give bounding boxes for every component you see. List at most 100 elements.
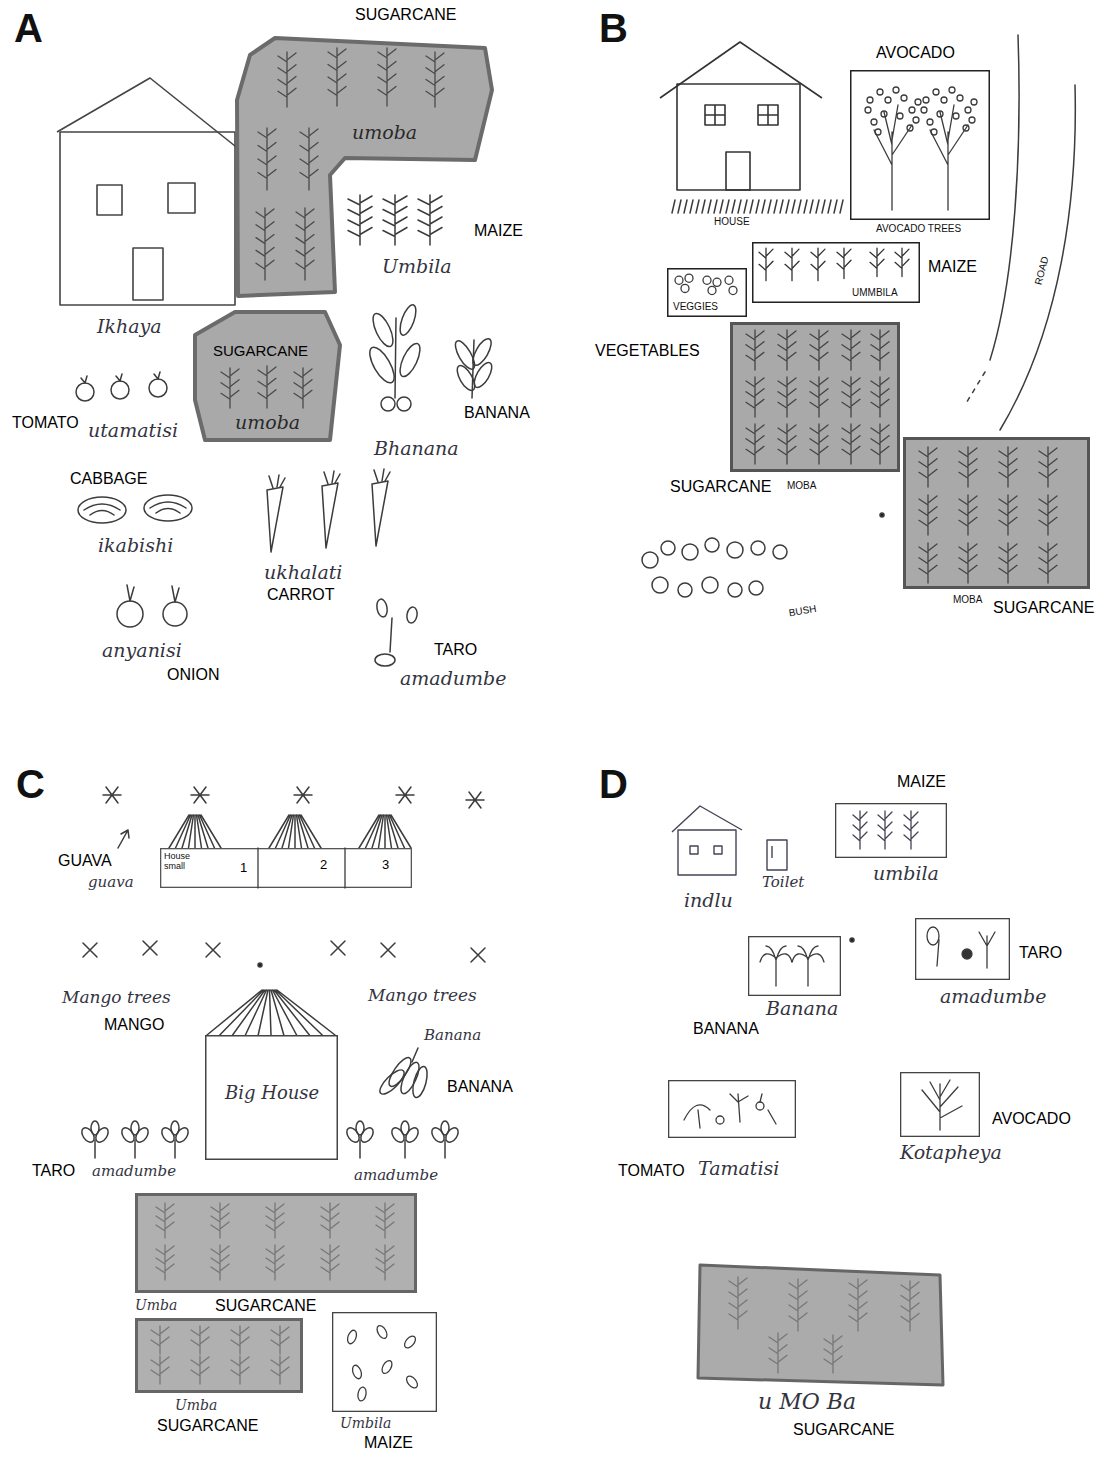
avocado-fruit: [963, 125, 969, 131]
avocado-fruit: [875, 129, 881, 135]
taro-stem: [404, 1140, 406, 1158]
big-house: Big House: [205, 1035, 338, 1160]
plant-sprig: [300, 128, 318, 190]
taro-stem: [390, 618, 392, 652]
banana-bulb: [397, 397, 411, 411]
plant-sprig: [151, 1356, 169, 1384]
plant-sprig: [785, 248, 799, 281]
plant-sprig: [376, 1245, 394, 1280]
plant-sprig: [328, 48, 346, 106]
house-wall: [677, 84, 800, 190]
avocado-fruit: [965, 107, 971, 113]
taro-stem: [174, 1140, 176, 1158]
plant-sprig: [759, 248, 773, 281]
small-label: BUSH: [786, 602, 819, 619]
plant-sprig: [769, 1333, 787, 1373]
plant-sprig: [211, 1245, 229, 1280]
plant-sprig: [271, 1356, 289, 1384]
plant-sprig: [842, 424, 860, 464]
house-wall: [60, 132, 235, 305]
cabbage-leaves: [84, 504, 120, 515]
mango-tree: [381, 943, 395, 957]
local-name: amadumbe: [352, 1167, 440, 1184]
local-name: Bhanana: [372, 438, 461, 460]
plant-sprig: [778, 377, 796, 417]
local-name: Big House: [225, 1083, 319, 1104]
crop-label: ONION: [165, 666, 221, 684]
plant-sprig: [959, 495, 977, 535]
plot-shape: [901, 1073, 980, 1137]
vegetable-doodle: [729, 286, 737, 294]
plot-outline: [730, 322, 900, 472]
taro-corm: [375, 654, 395, 666]
crop-label: CARROT: [265, 586, 337, 604]
small-label: VEGGIES: [673, 301, 718, 313]
taro-drawing: [406, 606, 419, 623]
sugarcane-plot: SUGARCANEumoba: [237, 30, 495, 298]
avocado-plot: AVOCADOKotapheya: [900, 1072, 980, 1137]
plot-shape: [206, 1036, 338, 1160]
plant-sprig: [1039, 543, 1057, 583]
cabbage-drawing: [144, 495, 192, 521]
house-window: [690, 846, 698, 854]
crop-label: SUGARCANE: [670, 478, 771, 496]
plot-shape: [749, 937, 841, 996]
crop-label: SUGARCANE: [993, 599, 1094, 617]
maize-seed: [346, 1329, 358, 1345]
banana-plant: [792, 946, 824, 986]
crop-label: 3: [382, 858, 389, 873]
roof-hatching: [269, 815, 321, 848]
mango-tree: [143, 941, 157, 955]
small-label: MOBA: [787, 480, 816, 492]
avocado-fruit: [867, 97, 873, 103]
bush-scribble: [642, 552, 658, 568]
onion-stalk: [172, 586, 179, 602]
mango-tree: [331, 941, 345, 955]
banana-fruit: [376, 1066, 407, 1097]
taro-plant: [979, 932, 995, 968]
sugarcane-plot: UmbaSUGARCANE: [135, 1193, 417, 1293]
vegetable-doodle: [681, 284, 689, 292]
crop-label: BANANA: [462, 404, 532, 422]
road-edge: [1000, 85, 1075, 430]
carrot-drawing: [322, 483, 338, 548]
avocado-fruit: [931, 129, 937, 135]
plot-shape: [905, 439, 1089, 588]
local-name: Umbila: [380, 256, 454, 278]
plant-sprig: [156, 1203, 174, 1238]
avocado-fruit: [901, 95, 907, 101]
plot-shape: [753, 243, 920, 302]
plant-sprig: [1039, 447, 1057, 487]
taro-stem: [937, 940, 939, 966]
plant-sprig: [151, 1326, 169, 1354]
plot-shape: [916, 919, 1010, 980]
banana-leaf: [369, 311, 397, 350]
dot: [258, 963, 262, 967]
cabbage-drawing: [78, 497, 126, 523]
taro-stem: [359, 1140, 361, 1158]
plot-plants: [759, 248, 909, 281]
plot-shape: [836, 804, 947, 858]
bush-scribble: [652, 577, 668, 593]
plant-sprig: [256, 208, 274, 280]
plot-outline: [237, 30, 495, 298]
crop-label: BANANA: [445, 1078, 515, 1096]
plant-sprig: [895, 248, 909, 276]
tomato-drawing: [76, 383, 94, 401]
vegetable-doodle: [675, 276, 683, 284]
plant-sprig: [426, 52, 444, 107]
vegetable-doodle: [708, 286, 716, 294]
taro-leaf: [131, 1121, 139, 1135]
house-row: House small123: [160, 848, 412, 888]
local-name: umoba: [352, 122, 417, 144]
crop-label: SUGARCANE: [157, 1417, 258, 1435]
plot-outline: [160, 848, 412, 888]
local-name: Banana: [766, 998, 838, 1020]
bush-scribble: [773, 545, 787, 559]
cell-divider: [258, 848, 345, 888]
taro-corm: [962, 949, 972, 959]
plant-sprig: [746, 377, 764, 417]
sugarcane-plot: u MO BaSUGARCANE: [698, 1265, 943, 1385]
maize-seed: [402, 1334, 417, 1350]
crop-label: MAIZE: [897, 773, 946, 791]
